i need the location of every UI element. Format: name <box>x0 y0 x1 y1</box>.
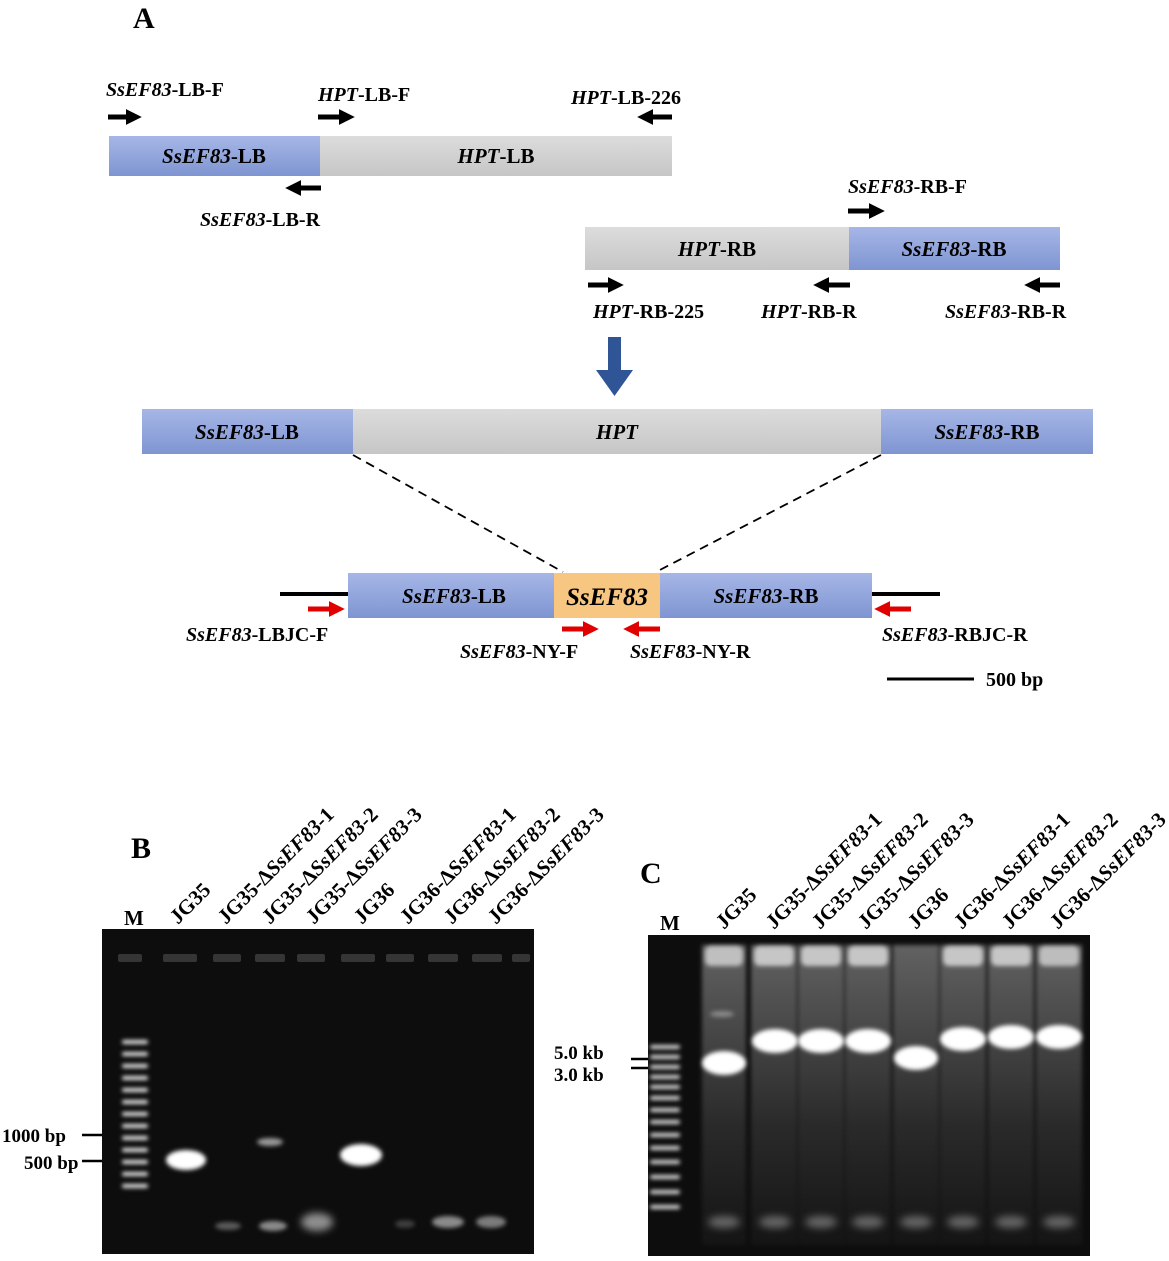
marker-lane-label: M <box>660 911 680 935</box>
lane-label: JG35 <box>711 883 762 934</box>
segment-hpt-lb <box>320 136 672 176</box>
size-label: 1000 bp <box>2 1126 66 1147</box>
lane-labels: JG35JG35-ΔSsEF83-1JG35-ΔSsEF83-2JG35-ΔSs… <box>165 802 609 928</box>
segment-label: HPT <box>595 420 639 444</box>
segment-label: HPT-RB <box>677 237 756 261</box>
segment-ssef83-rb <box>881 409 1093 454</box>
primer-label: HPT-LB-F <box>317 84 410 106</box>
size-label: 500 bp <box>24 1153 78 1174</box>
primer-label: HPT-RB-225 <box>592 301 704 323</box>
segment-ssef83-rb <box>849 227 1060 270</box>
segment-label: SsEF83-RB <box>713 584 818 608</box>
construct-3: SsEF83-LB HPT SsEF83-RB <box>142 409 1093 454</box>
segment-label: SsEF83-RB <box>901 237 1006 261</box>
segment-label: SsEF83-LB <box>402 584 506 608</box>
gene-label: SsEF83 <box>566 584 648 611</box>
construct-4: SsEF83-LB SsEF83 SsEF83-RB SsEF83-LBJC-F… <box>186 573 1028 663</box>
primer-label: SsEF83-NY-R <box>630 641 751 663</box>
size-label: 5.0 kb <box>554 1043 604 1064</box>
scale-bar-label: 500 bp <box>986 669 1043 691</box>
recombination-line <box>655 454 882 573</box>
primer-label: SsEF83-RB-R <box>945 301 1067 323</box>
segment-hpt <box>353 409 881 454</box>
primer-label: SsEF83-NY-F <box>460 641 578 663</box>
construct-1: SsEF83-LB HPT-LB SsEF83-LB-F HPT-LB-F HP… <box>106 79 681 231</box>
size-label: 3.0 kb <box>554 1065 604 1086</box>
primer-label: SsEF83-LB-F <box>106 79 224 101</box>
recombination-line <box>352 454 564 573</box>
gel-image-b <box>102 929 534 1254</box>
marker-lane-label: M <box>124 906 144 930</box>
segment-label: SsEF83-LB <box>162 144 266 168</box>
segment-ssef83-rb <box>660 573 872 618</box>
segment-ssef83-lb <box>142 409 353 454</box>
primer-label: HPT-LB-226 <box>570 87 681 109</box>
segment-label: SsEF83-LB <box>195 420 299 444</box>
down-arrow-icon <box>596 337 633 396</box>
lane-label: JG35 <box>165 878 216 929</box>
construct-2: HPT-RB SsEF83-RB SsEF83-RB-F HPT-RB-225 … <box>585 176 1067 323</box>
panel-label-b: B <box>131 832 151 865</box>
gel-image-c <box>648 935 1090 1256</box>
gel-background <box>102 929 534 1254</box>
panel-label-a: A <box>133 2 155 35</box>
primer-label: SsEF83-RB-F <box>848 176 967 198</box>
segment-label: HPT-LB <box>456 144 534 168</box>
segment-ssef83-lb <box>348 573 554 618</box>
segment-label: SsEF83-RB <box>934 420 1039 444</box>
primer-label: SsEF83-LB-R <box>200 209 321 231</box>
primer-label: HPT-RB-R <box>760 301 857 323</box>
panel-label-c: C <box>640 857 662 890</box>
segment-hpt-rb <box>585 227 849 270</box>
segment-ssef83-gene <box>554 573 660 618</box>
segment-ssef83-lb <box>109 136 320 176</box>
primer-label: SsEF83-LBJC-F <box>186 624 328 646</box>
primer-label: SsEF83-RBJC-R <box>882 624 1028 646</box>
